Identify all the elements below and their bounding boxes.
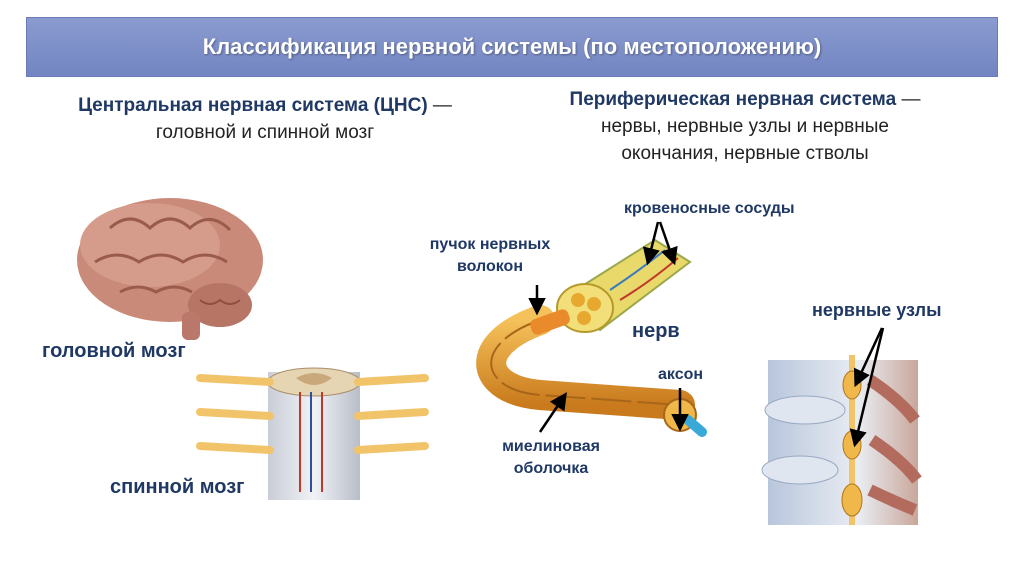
label-ganglia: нервные узлы xyxy=(812,300,942,321)
label-nerve: нерв xyxy=(632,320,680,343)
label-myelin-line1: миелиновая xyxy=(502,438,600,455)
label-myelin: миелиновая оболочка xyxy=(486,436,616,480)
ganglia-icon xyxy=(762,355,918,525)
label-fiber-bundle-line1: пучок нервных xyxy=(430,236,550,253)
label-myelin-line2: оболочка xyxy=(514,460,589,477)
label-axon: аксон xyxy=(658,364,703,386)
label-fiber-bundle-line2: волокон xyxy=(457,258,523,275)
label-fiber-bundle: пучок нервных волокон xyxy=(424,234,556,278)
label-brain: головной мозг xyxy=(42,340,186,363)
brain-icon xyxy=(77,198,263,340)
label-spinal-cord: спинной мозг xyxy=(110,476,244,499)
label-blood-vessels: кровеносные сосуды xyxy=(624,198,795,220)
